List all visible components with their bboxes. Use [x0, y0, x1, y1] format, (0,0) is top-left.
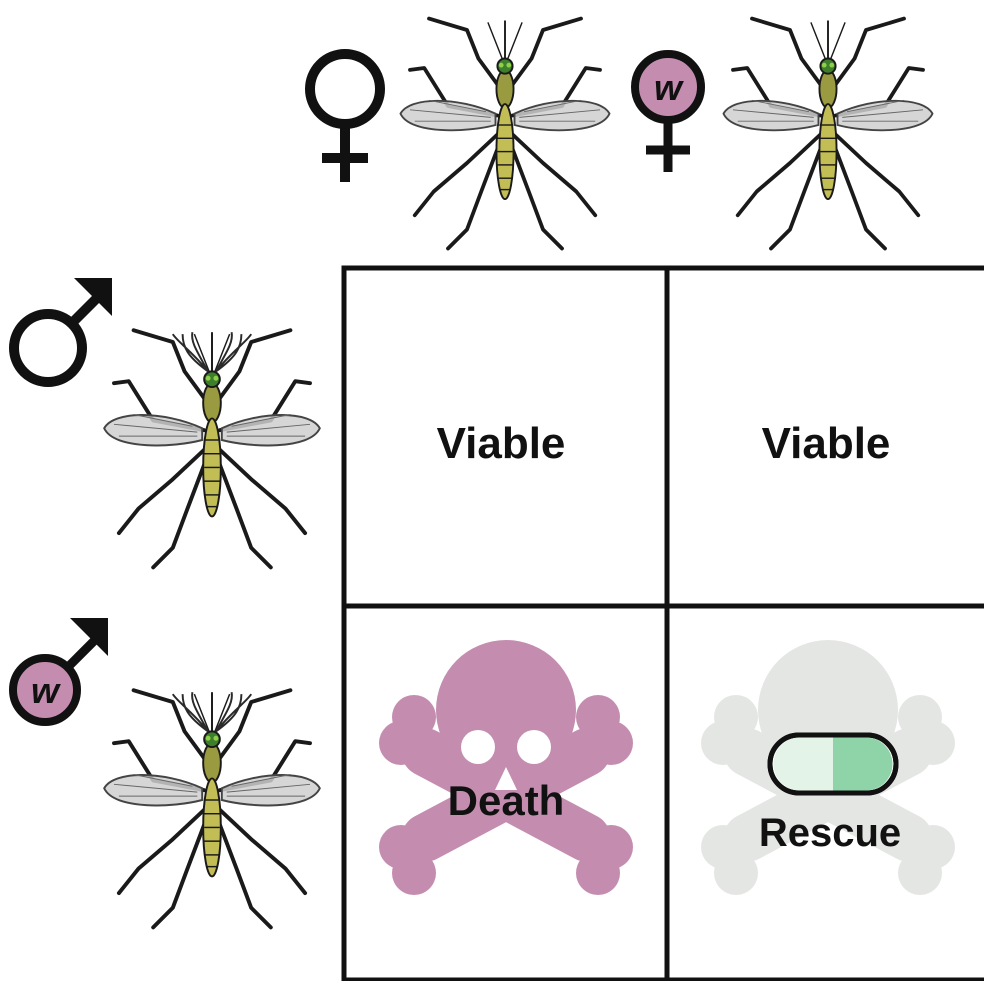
pill-icon	[770, 735, 896, 793]
wolbachia-badge: w	[654, 67, 684, 108]
wolbachia-badge: w	[31, 670, 61, 711]
male-symbol-icon: w	[13, 618, 108, 722]
male-symbol-icon	[14, 278, 112, 382]
mosquito-icon	[104, 330, 320, 567]
cell-label: Rescue	[759, 811, 901, 855]
column-header-female-uninfected	[310, 19, 610, 249]
mosquito-icon	[724, 19, 933, 249]
skull-crossbones-icon	[379, 640, 633, 895]
mosquito-icon	[401, 19, 610, 249]
row-header-male-uninfected	[14, 278, 320, 567]
cell-label: Viable	[437, 419, 566, 468]
cell-label: Death	[448, 777, 565, 824]
cross-grid	[344, 268, 984, 981]
female-symbol-icon: w	[635, 54, 701, 172]
cell-rescue: Rescue	[701, 640, 955, 895]
cell-viable-1: Viable	[437, 419, 566, 468]
cell-label: Viable	[762, 419, 891, 468]
mosquito-icon	[104, 690, 320, 927]
cell-viable-2: Viable	[762, 419, 891, 468]
female-symbol-icon	[310, 54, 380, 182]
column-header-female-infected: w	[635, 19, 933, 249]
row-header-male-infected: w	[13, 618, 320, 927]
cell-death: Death	[379, 640, 633, 895]
